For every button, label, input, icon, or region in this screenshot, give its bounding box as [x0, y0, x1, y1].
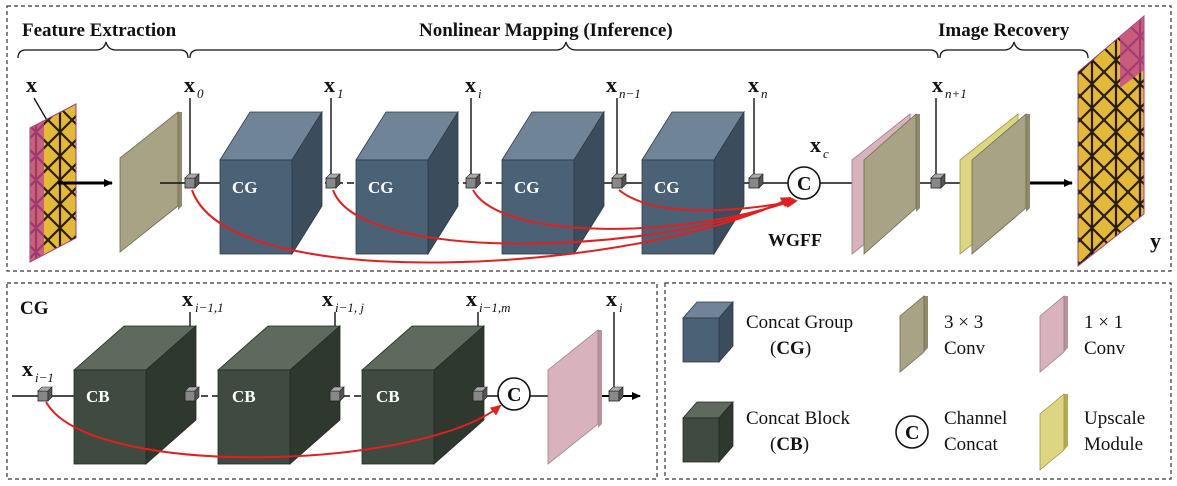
- cg-label: CG: [514, 178, 540, 197]
- skip-arrow-x1: [332, 189, 794, 245]
- legend-upscale-icon: [1039, 393, 1068, 471]
- legend-panel: Concat Group (CG) 3 × 3 Conv 1 × 1 Conv …: [664, 282, 1172, 480]
- legend-upscale-line2: Module: [1084, 434, 1143, 455]
- node-cube-xn: [748, 173, 764, 189]
- section-feature-extraction: Feature Extraction: [22, 20, 177, 41]
- skip-arrow-xn-1: [618, 189, 798, 212]
- legend-conv3-line2: Conv: [944, 338, 986, 359]
- legend-cb-line1: Concat Block: [746, 408, 850, 429]
- section-image-recovery: Image Recovery: [938, 20, 1070, 41]
- legend-cb-icon: [682, 400, 734, 464]
- concat-symbol: C: [797, 173, 811, 195]
- cg-node-cube-1: [184, 386, 200, 402]
- cg-block-3: CG: [501, 110, 605, 256]
- cg-node-cube-j: [329, 386, 345, 402]
- skip-arrow-x0: [191, 189, 792, 264]
- cb-label: CB: [86, 387, 110, 406]
- section-nonlinear-mapping: Nonlinear Mapping (Inference): [419, 20, 673, 41]
- node-cube-xn+1: [930, 173, 946, 189]
- legend-conv3-line1: 3 × 3: [944, 312, 983, 333]
- cb-label: CB: [376, 387, 400, 406]
- cg-conv1-block: [547, 329, 602, 465]
- brace-feature-extraction: [17, 41, 189, 59]
- cg-concat-circle: [497, 377, 531, 411]
- wgff-label: WGFF: [768, 230, 822, 250]
- input-image-pink-edge: [30, 121, 44, 262]
- node-cube-xn-1: [611, 173, 627, 189]
- cg-panel-border: [6, 282, 658, 480]
- input-label: x: [26, 72, 37, 97]
- output-label: y: [1150, 228, 1161, 253]
- legend-cb-line2: (CB): [770, 434, 809, 455]
- cg-panel-title: CG: [20, 298, 49, 319]
- legend-concat-line1: Channel: [944, 408, 1007, 429]
- output-image-pink-corner: [1120, 16, 1144, 88]
- legend-border: [664, 282, 1172, 480]
- conv3-feature-block: [119, 111, 182, 253]
- cg-label: CG: [654, 178, 680, 197]
- skip-arrow-xi: [472, 189, 796, 230]
- cg-block-4: CG: [641, 110, 745, 256]
- cg-node-cube-in: [37, 386, 53, 402]
- brace-image-recovery: [939, 41, 1089, 59]
- legend-conv3-icon: [899, 295, 928, 373]
- legend-upscale-line1: Upscale: [1084, 408, 1145, 429]
- cg-block-1: CG: [219, 110, 323, 256]
- concat-circle: [787, 166, 821, 200]
- legend-concat-circle-icon: [895, 415, 929, 449]
- cg-node-cube-out: [608, 386, 624, 402]
- cg-node-cube-m: [472, 386, 488, 402]
- recovery-conv3-block: [971, 113, 1030, 255]
- node-cube-x1: [325, 173, 341, 189]
- legend-conv1-icon: [1039, 295, 1068, 373]
- legend-conv1-line2: Conv: [1084, 338, 1126, 359]
- legend-cg-line1: Concat Group: [746, 312, 853, 333]
- cb-block-3: CB: [360, 325, 486, 465]
- input-pointer: [33, 97, 49, 123]
- brace-nonlinear-mapping: [189, 41, 939, 59]
- cb-block-2: CB: [216, 325, 342, 465]
- cg-label: CG: [232, 178, 258, 197]
- node-cube-x0: [184, 173, 200, 189]
- legend-concat-line2: Concat: [944, 434, 999, 455]
- legend-cg-icon: [682, 300, 734, 364]
- cg-skip-arrow: [45, 401, 502, 459]
- legend-cg-line2: (CG): [770, 338, 811, 359]
- node-cube-xi: [465, 173, 481, 189]
- legend-conv1-line1: 1 × 1: [1084, 312, 1123, 333]
- cg-concat-symbol: C: [507, 384, 521, 406]
- legend-concat-symbol: C: [905, 422, 919, 444]
- top-panel: Feature Extraction Nonlinear Mapping (In…: [6, 5, 1172, 272]
- cg-label: CG: [368, 178, 394, 197]
- wgff-conv3-block: [863, 113, 920, 255]
- cb-block-1: CB: [72, 325, 198, 465]
- top-panel-border: [6, 5, 1172, 272]
- cb-label: CB: [232, 387, 256, 406]
- cg-block-2: CG: [355, 110, 459, 256]
